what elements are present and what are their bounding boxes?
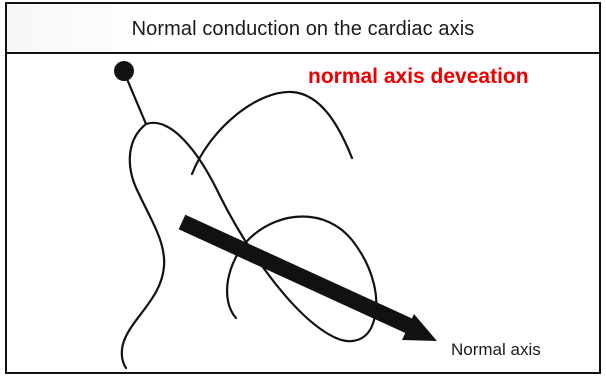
left-conduction-curve [122,124,164,368]
axis-annotation: normal axis deveation [308,65,529,89]
normal-axis-label: Normal axis [451,340,541,360]
upper-arc-curve [192,92,352,174]
axis-arrow-icon [182,222,437,341]
sa-node-dot-icon [114,61,134,81]
ventricle-loop-curve [146,123,376,341]
sa-node [114,61,146,124]
